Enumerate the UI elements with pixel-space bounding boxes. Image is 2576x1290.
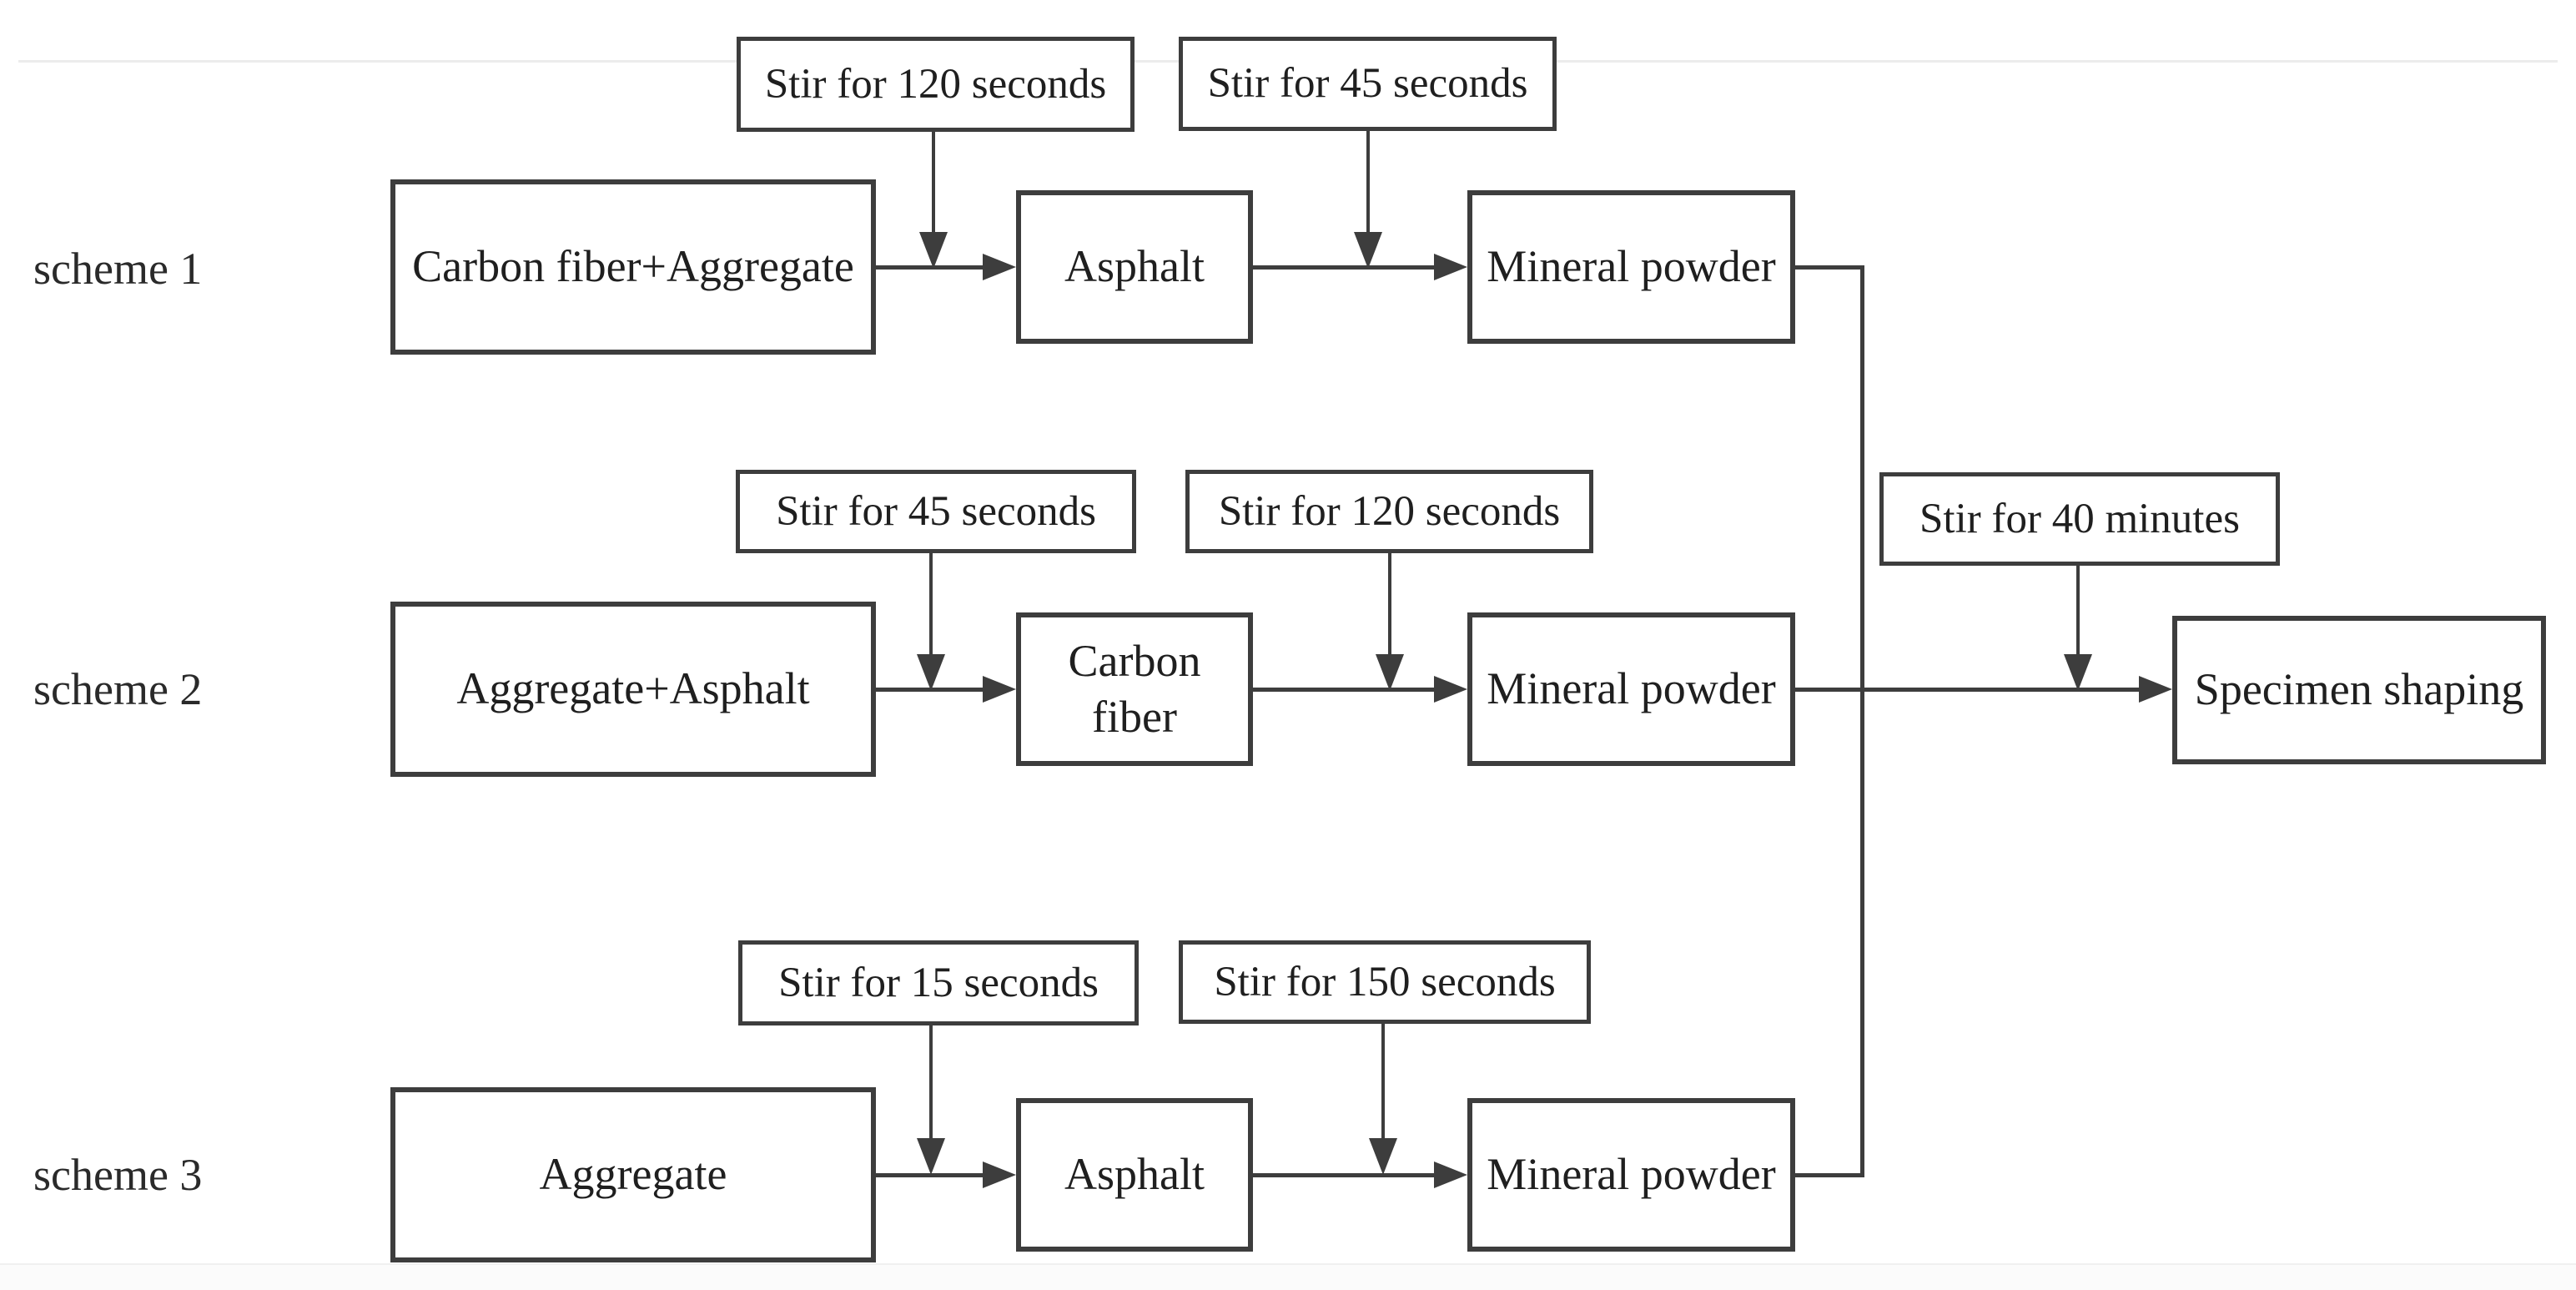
scheme-2-node-1: Aggregate+Asphalt	[390, 602, 876, 777]
stir-arrow-stem	[1381, 1024, 1385, 1138]
arrow-head-right-icon	[983, 1162, 1016, 1188]
stir-arrow-stem	[1366, 131, 1370, 232]
arrow-line	[1253, 688, 1434, 692]
scheme-1-node-1: Carbon fiber+Aggregate	[390, 179, 876, 355]
stir-arrow-stem	[929, 553, 933, 654]
arrow-head-down-icon	[1354, 232, 1382, 269]
arrow-head-right-icon	[1434, 1162, 1467, 1188]
scheme-1-node-3: Mineral powder	[1467, 190, 1795, 344]
scheme-3-label: scheme 3	[33, 1150, 203, 1200]
stir-arrow-stem	[929, 1025, 933, 1138]
arrow-line	[876, 265, 983, 270]
arrow-head-down-icon	[919, 232, 948, 269]
merge-stub-line	[1795, 265, 1864, 270]
arrow-head-down-icon	[1376, 654, 1404, 691]
arrow-head-right-icon	[1434, 254, 1467, 280]
stir-arrow-stem	[1388, 553, 1391, 654]
stir-arrow-stem	[932, 132, 935, 232]
arrow-line	[1253, 1173, 1434, 1177]
page-bottom-band	[0, 1265, 2576, 1290]
arrow-line	[876, 1173, 983, 1177]
scheme-3-stir-note-2: Stir for 150 seconds	[1179, 940, 1591, 1024]
merge-stub-line	[1795, 1173, 1864, 1177]
scheme-1-stir-note-1: Stir for 120 seconds	[737, 37, 1135, 132]
page-bottom-rule	[0, 1263, 2576, 1265]
merge-connector-line	[1860, 265, 1864, 1177]
scheme-2-stir-note-1: Stir for 45 seconds	[736, 470, 1136, 553]
arrow-head-right-icon	[1434, 676, 1467, 703]
scheme-3-node-3: Mineral powder	[1467, 1098, 1795, 1252]
arrow-line	[1795, 688, 2139, 692]
scheme-2-node-3: Mineral powder	[1467, 612, 1795, 766]
scheme-1-stir-note-2: Stir for 45 seconds	[1179, 37, 1557, 131]
scheme-3-node-1: Aggregate	[390, 1087, 876, 1262]
scheme-3-node-2: Asphalt	[1016, 1098, 1253, 1252]
arrow-head-right-icon	[983, 254, 1016, 280]
arrow-line	[1253, 265, 1434, 270]
scheme-2-stir-note-2: Stir for 120 seconds	[1185, 470, 1593, 553]
arrow-head-down-icon	[1369, 1138, 1397, 1175]
scheme-1-node-2: Asphalt	[1016, 190, 1253, 344]
arrow-head-down-icon	[917, 654, 945, 691]
arrow-head-down-icon	[2064, 654, 2092, 691]
stir-arrow-stem	[2076, 566, 2080, 654]
arrow-head-right-icon	[2139, 676, 2172, 703]
arrow-head-down-icon	[917, 1138, 945, 1175]
arrow-head-right-icon	[983, 676, 1016, 703]
arrow-line	[876, 688, 983, 692]
scheme-3-stir-note-1: Stir for 15 seconds	[738, 940, 1139, 1025]
final-node: Specimen shaping	[2172, 616, 2546, 764]
final-stir-note: Stir for 40 minutes	[1879, 472, 2280, 566]
scheme-1-label: scheme 1	[33, 244, 203, 294]
scheme-2-node-2: Carbon fiber	[1016, 612, 1253, 766]
scheme-2-label: scheme 2	[33, 664, 203, 714]
